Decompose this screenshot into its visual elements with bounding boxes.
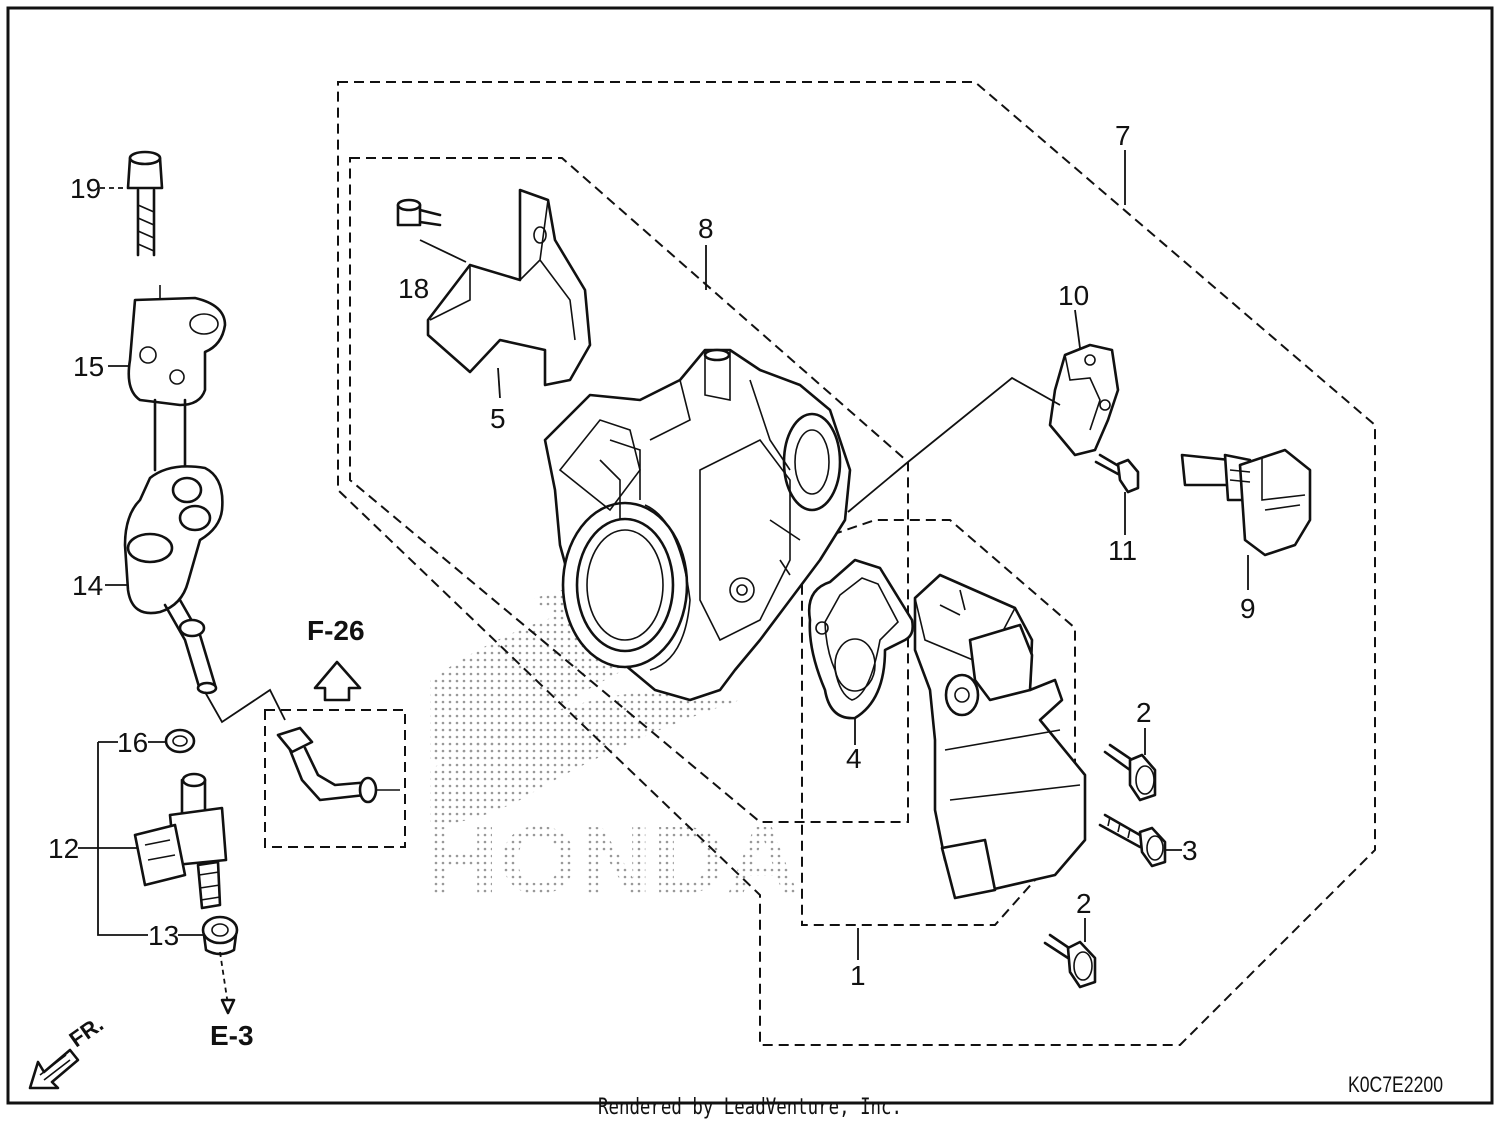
bracket-10: [1048, 343, 1120, 457]
callout-2-lower: 2: [1076, 888, 1092, 919]
callout-10: 10: [1058, 280, 1089, 311]
callout-18: 18: [398, 273, 429, 304]
e3-leader: [219, 951, 229, 1006]
assembly-8-boundary: [349, 157, 909, 823]
callout-8: 8: [698, 213, 714, 244]
fuel-joint-14: [123, 398, 224, 695]
throttle-body: [543, 348, 852, 702]
callout-7: 7: [1115, 120, 1131, 151]
leader-lines: [78, 150, 1249, 960]
sensor-9: [1180, 448, 1312, 557]
fr-label: FR.: [65, 1011, 108, 1052]
callout-11: 11: [1108, 535, 1137, 566]
callout-3: 3: [1182, 835, 1198, 866]
o-ring-16: [164, 728, 196, 754]
assembly-7-boundary: [337, 81, 1376, 1046]
plate-15: [127, 285, 227, 407]
f26-hose: [276, 726, 400, 804]
fuel-line-leader: [204, 688, 286, 724]
screw-3: [1098, 813, 1167, 868]
f26-arrow: [313, 660, 362, 702]
screw-11: [1094, 453, 1140, 494]
callout-14: 14: [72, 570, 103, 601]
callout-13: 13: [148, 920, 179, 951]
gasket-4: [807, 558, 914, 720]
screw-2-lower: [1043, 933, 1097, 989]
callout-1: 1: [850, 960, 866, 991]
bracket-5: [426, 188, 592, 387]
f26-reference-box: [264, 709, 406, 848]
screw-2-upper: [1103, 743, 1157, 802]
callout-15: 15: [73, 351, 104, 382]
callout-2-upper: 2: [1136, 697, 1152, 728]
diagram-code: K0C7E2200: [1348, 1072, 1443, 1097]
ref-f26: F-26: [307, 615, 365, 646]
assembly-1-boundary: [801, 519, 1076, 926]
watermark-brand: HONDA: [425, 807, 800, 914]
callout-9: 9: [1240, 593, 1256, 624]
callout-5: 5: [490, 403, 506, 434]
callout-19: 19: [70, 173, 101, 204]
callout-16: 16: [117, 727, 148, 758]
callout-4: 4: [846, 743, 862, 774]
diagram-frame: [6, 6, 1494, 1105]
motor-unit-1: [913, 573, 1087, 900]
render-credit: Rendered by LeadVenture, Inc.: [598, 1095, 902, 1120]
screw-18: [396, 198, 442, 227]
seal-13: [201, 915, 239, 945]
ref-e3: E-3: [210, 1020, 254, 1051]
callout-12: 12: [48, 833, 79, 864]
injector-12: [133, 772, 228, 910]
front-direction-arrow: FR.: [28, 1011, 108, 1090]
bolt-19: [126, 150, 164, 257]
